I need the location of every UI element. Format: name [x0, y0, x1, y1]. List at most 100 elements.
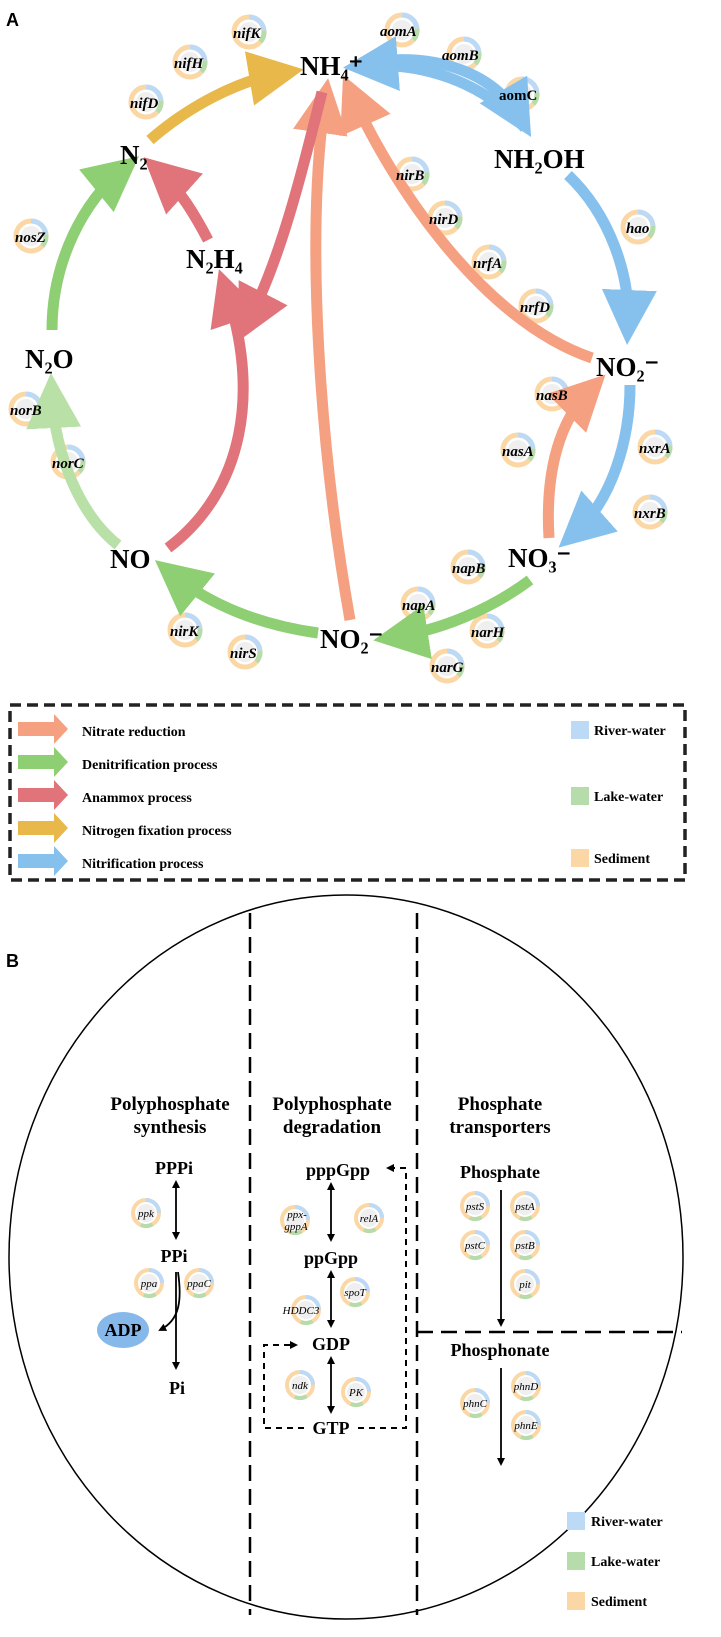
- heading-degradation-line2: degradation: [283, 1117, 382, 1138]
- gene-spot: spoT: [344, 1287, 366, 1299]
- legend-arrow-nitrification: [18, 846, 68, 876]
- legend-process-2: Denitrification process: [18, 747, 218, 777]
- legend-b: River-water Lake-water Sediment: [567, 1512, 663, 1610]
- compounds-a: NH₄⁺ NH₂OH NO₂⁻ NO₃⁻ NO₂⁻ NO N₂O N₂ N₂H₄: [25, 51, 659, 654]
- panel-b-cell: [8, 894, 684, 1620]
- gene-hao: hao: [626, 221, 649, 237]
- gene-aomB: aomB: [442, 48, 479, 64]
- gene-nirS: nirS: [230, 646, 257, 662]
- gene-psta: pstA: [514, 1201, 535, 1213]
- gene-nifD: nifD: [130, 96, 159, 112]
- arrow-ppi-adp: [158, 1271, 181, 1331]
- gene-napB: napB: [452, 561, 485, 577]
- gene-nosZ: nosZ: [15, 230, 46, 246]
- gene-nifK: nifK: [233, 26, 262, 42]
- gene-labels-a: nifK nifH nifD aomA aomB aomC hao nirB n…: [10, 24, 671, 676]
- gene-nrfA: nrfA: [473, 256, 502, 272]
- gene-nrfD: nrfD: [520, 300, 550, 316]
- gene-nirB: nirB: [396, 168, 424, 184]
- gene-pstb: pstB: [514, 1240, 535, 1252]
- legend-process-5: Nitrification process: [18, 846, 204, 876]
- gene-phnd: phnD: [513, 1381, 539, 1393]
- legend-b-swatch-sediment: [567, 1592, 585, 1610]
- gene-pk: PK: [348, 1387, 364, 1399]
- compound-no2-bottom: NO₂⁻: [320, 624, 383, 654]
- gene-nasB: nasB: [536, 388, 568, 404]
- gene-narG: narG: [431, 660, 464, 676]
- heading-synthesis-line1: Polyphosphate: [110, 1094, 229, 1115]
- legend-b-label-sediment: Sediment: [591, 1595, 647, 1610]
- legend-swatch-sediment: [571, 849, 589, 867]
- gene-phnc: phnC: [462, 1398, 488, 1410]
- heading-transporters-line1: Phosphate: [458, 1094, 542, 1115]
- loop-gtp-to-pppgpp: [358, 1164, 407, 1429]
- compound-no2-right: NO₂⁻: [596, 352, 659, 382]
- legend-arrow-anammox: [18, 780, 68, 810]
- compound-ppgpp: ppGpp: [304, 1248, 358, 1268]
- pathway-arrows-a: [26, 36, 657, 660]
- gene-rela: relA: [360, 1213, 379, 1225]
- gene-nxrA: nxrA: [639, 441, 671, 457]
- legend-b-label-river-water: River-water: [591, 1515, 663, 1530]
- arrow-nh2oh-to-no2: [564, 171, 657, 345]
- gene-nasA: nasA: [502, 444, 534, 460]
- gene-aomA: aomA: [380, 24, 417, 40]
- loop-gtp-to-gdp: [263, 1341, 304, 1429]
- compound-phosphate: Phosphate: [460, 1162, 540, 1182]
- legend-b-label-lake-water: Lake-water: [591, 1555, 660, 1570]
- legend-label-lake-water: Lake-water: [594, 790, 663, 805]
- compound-adp: ADP: [105, 1320, 142, 1340]
- arrow-no2-bottom-to-nh4: [293, 78, 356, 621]
- gene-ppx-line1: ppx-: [286, 1209, 307, 1221]
- legend-arrow-denitrification: [18, 747, 68, 777]
- gene-ppa: ppa: [140, 1278, 158, 1290]
- compound-ppi: PPi: [161, 1246, 188, 1266]
- heading-synthesis-line2: synthesis: [134, 1117, 207, 1138]
- legend-label-nitrogen-fixation: Nitrogen fixation process: [82, 824, 232, 839]
- compound-no: NO: [110, 544, 151, 574]
- legend-process-1: Nitrate reduction: [18, 714, 186, 744]
- legend-b-swatch-lake-water: [567, 1552, 585, 1570]
- compound-n2o: N₂O: [25, 344, 74, 374]
- legend-label-sediment: Sediment: [594, 852, 650, 867]
- gene-nirK: nirK: [170, 624, 199, 640]
- gene-norC: norC: [52, 456, 85, 472]
- compound-no3: NO₃⁻: [508, 543, 571, 573]
- legend-label-river-water: River-water: [594, 724, 666, 739]
- synthesis-column: PPPi PPi ADP Pi ppk ppa ppaC: [97, 1158, 219, 1398]
- gene-norB: norB: [10, 403, 42, 419]
- transporters-column: Phosphate Phosphonate pstS pstA pstC pst…: [450, 1162, 550, 1466]
- cell-boundary: [8, 894, 684, 1620]
- gene-nxrB: nxrB: [634, 506, 666, 522]
- compound-pi: Pi: [169, 1378, 185, 1398]
- legend-label-denitrification: Denitrification process: [82, 758, 218, 773]
- arrow-no3-to-no2: [542, 374, 606, 539]
- arrow-no3-to-no2-bottom: [373, 575, 534, 660]
- gene-phne: phnE: [513, 1420, 538, 1432]
- gene-nirD: nirD: [429, 212, 458, 228]
- legend-label-anammox: Anammox process: [82, 791, 192, 806]
- gene-psts: pstS: [465, 1201, 485, 1213]
- arrow-nh4-to-nh2oh: [369, 54, 532, 138]
- compound-nh4: NH₄⁺: [300, 51, 363, 81]
- adp-badge: [97, 1312, 149, 1348]
- gene-narH: narH: [471, 625, 506, 641]
- arrow-nh4-to-n2h4: [237, 90, 328, 342]
- gene-nifH: nifH: [174, 56, 205, 72]
- legend-label-nitrate-reduction: Nitrate reduction: [82, 725, 186, 740]
- compound-gdp: GDP: [312, 1334, 350, 1354]
- arrow-n2h4-to-n2: [143, 157, 213, 243]
- degradation-column: pppGpp ppGpp GDP GTP ppx- gppA relA spoT…: [263, 1160, 407, 1438]
- compound-n2h4: N₂H₄: [186, 244, 243, 274]
- gene-ppk: ppk: [137, 1208, 155, 1220]
- heading-degradation-line1: Polyphosphate: [272, 1094, 391, 1115]
- legend-process-3: Anammox process: [18, 780, 192, 810]
- legend-arrow-nitrate-reduction: [18, 714, 68, 744]
- compound-phosphonate: Phosphonate: [450, 1340, 549, 1360]
- gene-ppac: ppaC: [186, 1278, 212, 1290]
- arrow-no-to-n2o: [26, 373, 122, 550]
- compound-n2: N₂: [120, 140, 148, 170]
- legend-b-swatch-river-water: [567, 1512, 585, 1530]
- compound-gtp: GTP: [312, 1418, 349, 1438]
